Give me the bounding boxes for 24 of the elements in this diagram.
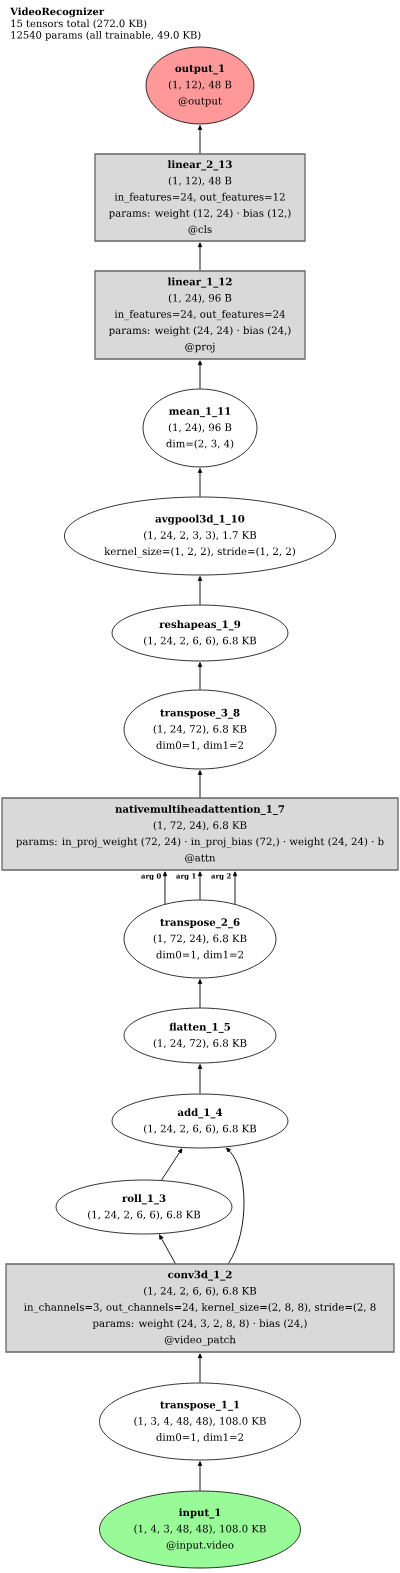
arrow	[226, 1147, 245, 1264]
arrow	[197, 770, 203, 798]
layer-box: nativemultiheadattention_1_7 (1, 72, 24), 6.8 KB params: in_proj_weight (72, 24) · in_proj_bias (72,) · weight (24, 24) · b @attn	[1, 797, 399, 871]
arrow	[159, 1234, 176, 1264]
arrow	[197, 125, 203, 154]
layer-box: conv3d_1_2 (1, 24, 2, 6, 6), 6.8 KB in_channels=3, out_channels=24, kernel_size=(2, 8, 8), stride=(2, 8 params: weight (24, 3, 2, 8, 8) · bias (24,) @video_patch	[5, 1263, 395, 1353]
arrow	[197, 242, 203, 271]
arrow	[232, 871, 238, 905]
summary-line: 15 tensors total (272.0 KB)	[11, 19, 147, 29]
arrow	[197, 360, 203, 390]
layer-box: linear_1_12 (1, 24), 96 B in_features=24, out_features=24 params: weight (24, 24) · bias (24,) @proj	[94, 270, 306, 360]
arrow	[197, 468, 203, 498]
summary-line: 12540 params (all trainable, 49.0 KB)	[11, 30, 201, 41]
diagram-title: VideoRecognizer	[10, 7, 105, 18]
arrow	[197, 1064, 203, 1095]
layer-box: linear_2_13 (1, 12), 48 B in_features=24, out_features=12 params: weight (12, 24) · bias (12,) @cls	[94, 153, 306, 242]
arrow	[161, 1148, 183, 1181]
arrow	[197, 1353, 203, 1384]
arrow	[197, 979, 203, 1009]
arrow	[162, 871, 168, 905]
arrow	[197, 662, 203, 691]
arrow	[197, 576, 203, 606]
arrow	[197, 1461, 203, 1492]
arrow	[197, 871, 203, 901]
